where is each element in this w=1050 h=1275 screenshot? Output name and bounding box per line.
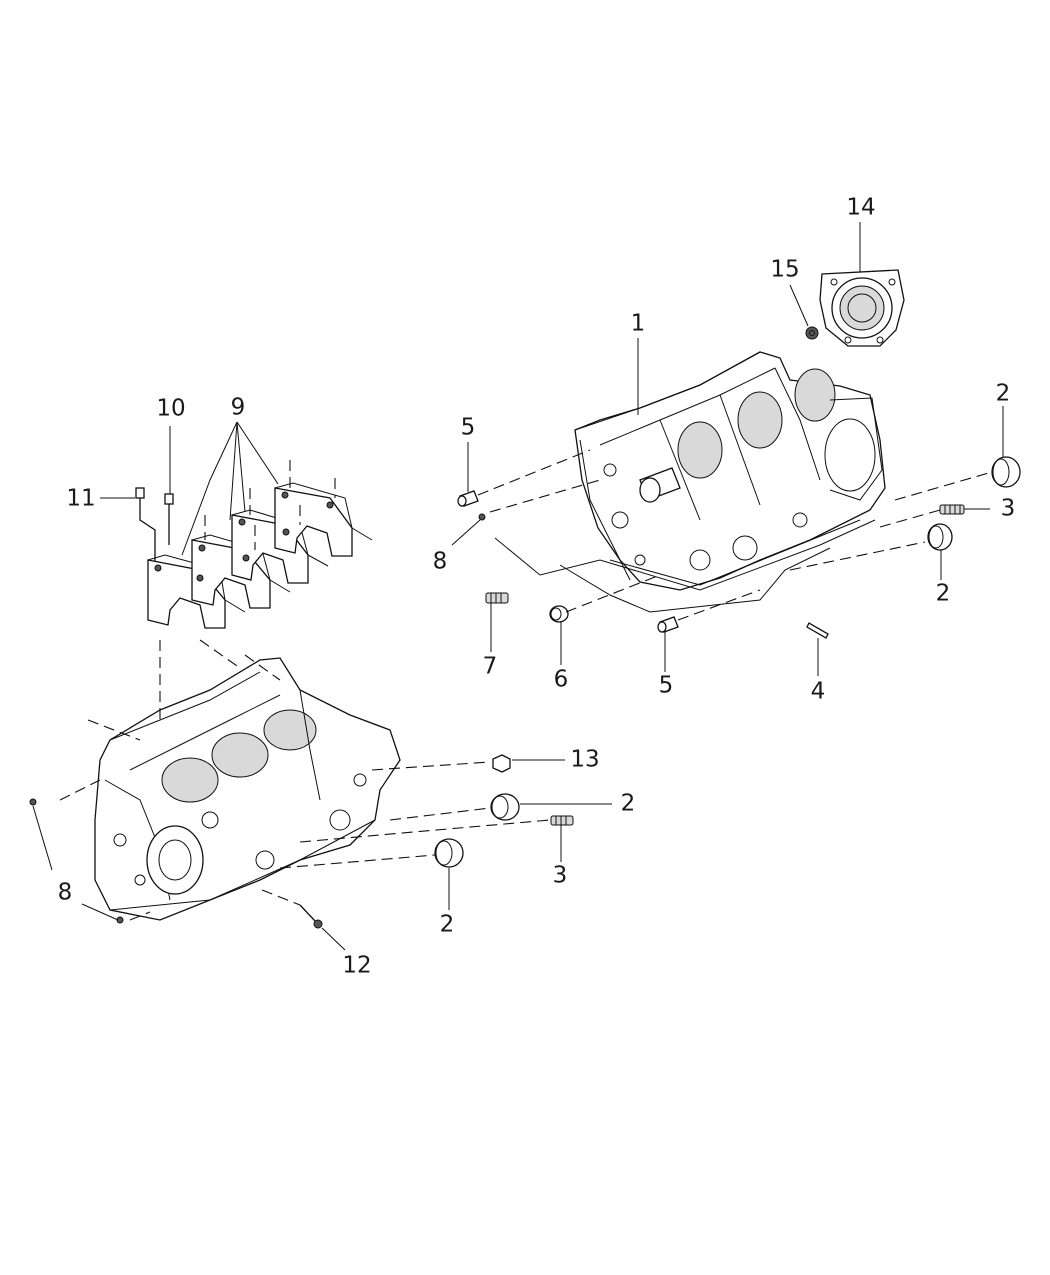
callout-6: 6: [554, 667, 569, 693]
callout-2-upper-right: 2: [996, 381, 1011, 407]
dowel-pin: [806, 622, 829, 639]
engine-block-lower: [94, 657, 401, 921]
main-cap-bolts: [135, 487, 174, 562]
cup-plug: [549, 605, 569, 623]
callout-3-lower: 3: [553, 863, 568, 889]
main-bearing-caps: [147, 460, 373, 629]
callout-2-lower-mid: 2: [621, 791, 636, 817]
callout-3-upper: 3: [1001, 496, 1016, 522]
core-plug-lower-mid: [490, 793, 520, 821]
callout-2-mid-right: 2: [936, 581, 951, 607]
callout-14: 14: [846, 195, 875, 221]
retainer-bolt: [805, 326, 819, 340]
threaded-plug-upper: [939, 504, 965, 515]
callout-13: 13: [570, 747, 599, 773]
callout-2-lower: 2: [440, 912, 455, 938]
callout-10: 10: [156, 396, 185, 422]
core-plug-lower: [434, 838, 464, 868]
leader-lines: [32, 222, 1004, 951]
callout-5-upper: 5: [461, 415, 476, 441]
block-bolt: [299, 904, 323, 929]
engine-block-upper: [574, 351, 886, 591]
sleeve-lower: [657, 616, 679, 633]
callout-12: 12: [342, 953, 371, 979]
assembly-lines: [59, 449, 993, 921]
threaded-plug-lower: [550, 815, 574, 826]
callout-15: 15: [770, 257, 799, 283]
callouts: 1 2 2 2 2 3 3 4 5 5 6 7 8 8 9 10 11 12 1…: [58, 195, 1016, 979]
core-plug-upper-right: [991, 456, 1021, 488]
pin-upper: [478, 513, 486, 521]
rear-seal-retainer: [819, 269, 905, 347]
threaded-plug-left: [485, 592, 509, 604]
callout-4: 4: [811, 679, 826, 705]
sleeve-upper: [457, 490, 479, 507]
callout-7: 7: [483, 654, 498, 680]
core-plug-mid-right: [927, 523, 953, 551]
callout-8-upper: 8: [433, 549, 448, 575]
callout-1: 1: [631, 311, 646, 337]
callout-5-lower: 5: [659, 673, 674, 699]
hex-plug: [492, 754, 511, 773]
callout-11: 11: [66, 486, 95, 512]
callout-8-lower: 8: [58, 880, 73, 906]
callout-9: 9: [231, 395, 246, 421]
